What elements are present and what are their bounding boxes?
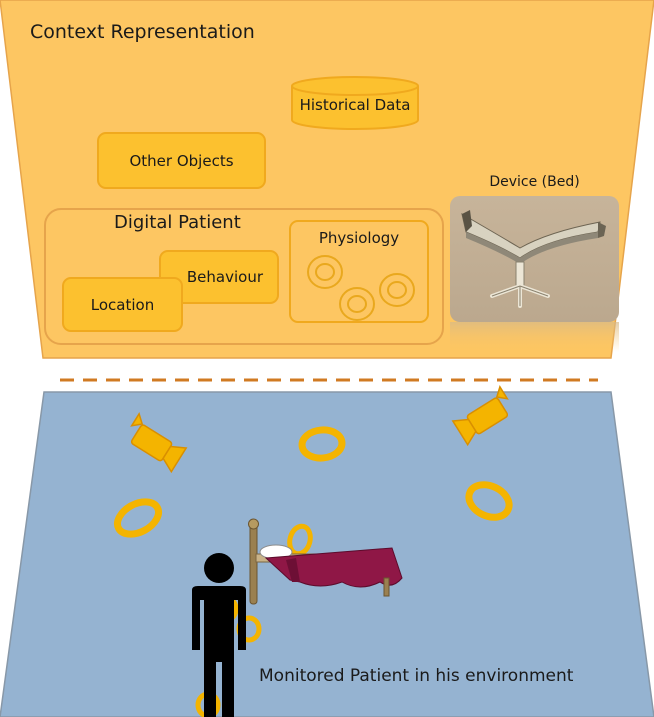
bed-icon: [248, 518, 403, 605]
device-bed-label: Device (Bed): [489, 174, 580, 190]
physiology-label: Physiology: [318, 229, 400, 247]
context-title: Context Representation: [30, 21, 255, 43]
location-box: Location: [62, 277, 183, 332]
database-icon: [291, 76, 419, 130]
physiology-box: Physiology: [289, 220, 429, 323]
digital-patient-title: Digital Patient: [114, 212, 241, 233]
camera-icon-right: [451, 385, 509, 447]
location-label: Location: [90, 295, 155, 314]
other-objects-box: Other Objects: [97, 132, 266, 189]
behaviour-label: Behaviour: [186, 268, 263, 286]
device-bed-image: [450, 196, 619, 352]
patient-silhouette-icon: [192, 553, 246, 717]
camera-icon-left: [130, 412, 188, 474]
physiology-sensor-icons: [307, 255, 415, 321]
historical-data-label: Historical Data: [299, 96, 411, 114]
other-objects-label: Other Objects: [129, 151, 234, 170]
environment-caption: Monitored Patient in his environment: [259, 666, 574, 686]
